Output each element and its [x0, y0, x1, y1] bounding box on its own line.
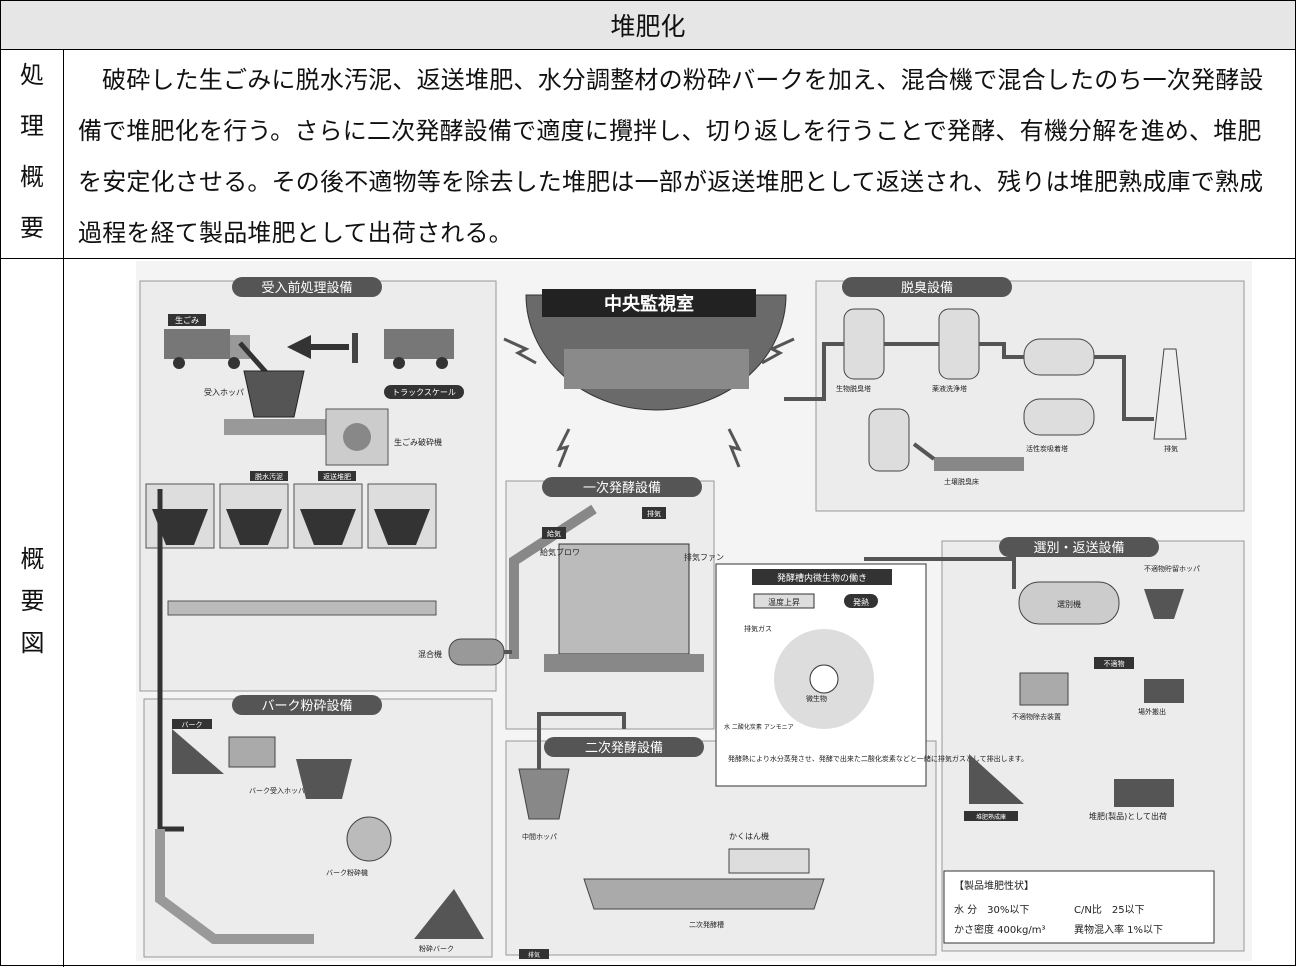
svg-text:C/N比 25以下: C/N比 25以下 — [1074, 904, 1145, 916]
row-label-diagram: 概 要 図 — [1, 259, 64, 967]
svg-text:水 分 30%以下: 水 分 30%以下 — [954, 904, 1029, 916]
scale-truck: トラックスケール — [352, 329, 464, 399]
svg-text:生ごみ破砕機: 生ごみ破砕機 — [394, 437, 442, 447]
garbage-truck: 生ごみ — [164, 314, 250, 369]
product-properties: 【製品堆肥性状】 水 分 30%以下 C/N比 25以下 かさ密度 400kg/… — [943, 870, 1215, 944]
svg-text:排気: 排気 — [647, 509, 661, 518]
garbage-crusher: 生ごみ破砕機 — [325, 408, 442, 466]
svg-text:生ごみ: 生ごみ — [175, 315, 199, 325]
svg-text:バーク粉砕設備: バーク粉砕設備 — [261, 698, 352, 714]
label-char: 図 — [20, 629, 45, 657]
svg-text:二次発酵設備: 二次発酵設備 — [585, 740, 663, 756]
svg-text:一次発酵設備: 一次発酵設備 — [583, 480, 661, 496]
svg-text:二次発酵槽: 二次発酵槽 — [689, 920, 724, 929]
svg-text:不適物貯留ホッパ: 不適物貯留ホッパ — [1144, 564, 1200, 573]
svg-text:温度上昇: 温度上昇 — [768, 597, 800, 607]
label-char: 概 — [20, 545, 45, 573]
svg-text:返送堆肥: 返送堆肥 — [323, 472, 351, 481]
control-room: 中央監視室 — [503, 289, 795, 468]
process-diagram: 受入前処理設備 脱臭設備 一次発酵設備 選別・返送設備 バーク粉砕設備 二次発酵… — [64, 259, 1295, 965]
svg-text:かさ密度 400kg/m³: かさ密度 400kg/m³ — [954, 923, 1046, 936]
primary-fermenter: 給気 給気ブロワ 排気 排気ファン — [509, 504, 724, 672]
receiving-hopper: 受入ホッパ — [204, 370, 334, 435]
svg-text:堆肥(製品)として出荷: 堆肥(製品)として出荷 — [1089, 811, 1167, 821]
row-label-summary: 処 理 概 要 — [1, 49, 64, 259]
sorting-title: 選別・返送設備 — [999, 537, 1159, 557]
table-title: 堆肥化 — [1, 1, 1295, 50]
deodor-equipment: 生物脱臭塔 薬液洗浄塔 活性炭吸着塔 排気 土壌脱臭床 — [836, 308, 1187, 486]
bark-equipment: バーク バーク受入ホッパ バーク粉砕機 粉砕バーク — [155, 719, 484, 953]
svg-text:不適物除去装置: 不適物除去装置 — [1012, 712, 1061, 721]
svg-text:生物脱臭塔: 生物脱臭塔 — [836, 384, 871, 393]
microbe-box: 発酵槽内微生物の働き 温度上昇 発熱 微生物 排気ガス 水 二酸化炭素 アンモニ… — [715, 563, 1028, 787]
svg-text:選別機: 選別機 — [1057, 599, 1081, 609]
flow-lines — [504, 342, 1154, 769]
svg-text:排気ファン: 排気ファン — [684, 552, 724, 562]
svg-text:発酵槽内微生物の働き: 発酵槽内微生物の働き — [777, 572, 867, 584]
hoppers: 脱水汚泥 返送堆肥 — [145, 471, 437, 616]
svg-text:水 二酸化炭素 アンモニア: 水 二酸化炭素 アンモニア — [724, 723, 794, 731]
svg-text:排気: 排気 — [1164, 444, 1178, 453]
svg-text:粉砕バーク: 粉砕バーク — [419, 944, 454, 953]
bark-title: バーク粉砕設備 — [232, 695, 382, 715]
svg-text:かくはん機: かくはん機 — [729, 831, 769, 841]
svg-text:中間ホッパ: 中間ホッパ — [522, 832, 557, 841]
svg-text:バーク受入ホッパ: バーク受入ホッパ — [249, 786, 305, 795]
svg-text:不適物: 不適物 — [1104, 659, 1125, 668]
svg-text:トラックスケール: トラックスケール — [392, 388, 456, 397]
svg-text:給気: 給気 — [547, 529, 561, 538]
primary-title: 一次発酵設備 — [542, 477, 702, 497]
secondary-equipment: 中間ホッパ かくはん機 二次発酵槽 排気 — [518, 768, 825, 959]
svg-text:活性炭吸着塔: 活性炭吸着塔 — [1026, 444, 1068, 453]
svg-text:【製品堆肥性状】: 【製品堆肥性状】 — [954, 879, 1034, 892]
svg-text:土壌脱臭床: 土壌脱臭床 — [944, 477, 979, 486]
svg-text:混合機: 混合機 — [418, 649, 442, 659]
svg-text:発熱: 発熱 — [853, 597, 869, 607]
svg-text:排気ガス: 排気ガス — [744, 624, 772, 633]
deodor-title: 脱臭設備 — [842, 277, 1012, 297]
svg-text:脱水汚泥: 脱水汚泥 — [255, 472, 283, 481]
svg-text:選別・返送設備: 選別・返送設備 — [1033, 540, 1124, 556]
svg-text:異物混入率 1%以下: 異物混入率 1%以下 — [1074, 923, 1163, 936]
pretreat-title: 受入前処理設備 — [232, 277, 382, 297]
svg-text:バーク: バーク — [182, 721, 203, 729]
label-char: 要 — [20, 214, 44, 242]
svg-text:受入前処理設備: 受入前処理設備 — [261, 280, 352, 296]
svg-text:場外搬出: 場外搬出 — [1138, 707, 1166, 716]
secondary-title: 二次発酵設備 — [544, 737, 704, 757]
svg-text:給気ブロワ: 給気ブロワ — [540, 547, 580, 557]
label-char: 理 — [20, 112, 44, 140]
sorting-equipment: 選別機 不適物貯留ホッパ 不適物除去装置 不適物 場外搬出 堆肥熟成庫 堆肥(製… — [964, 564, 1200, 821]
mixer: 混合機 — [418, 638, 505, 666]
svg-text:薬液洗浄塔: 薬液洗浄塔 — [932, 384, 967, 393]
process-diagram-svg: 受入前処理設備 脱臭設備 一次発酵設備 選別・返送設備 バーク粉砕設備 二次発酵… — [136, 261, 1252, 961]
svg-text:受入ホッパ: 受入ホッパ — [204, 387, 244, 397]
svg-text:中央監視室: 中央監視室 — [604, 293, 694, 315]
svg-text:発酵熱により水分蒸発させ、発酵で出来た二酸化炭素などと一緒に: 発酵熱により水分蒸発させ、発酵で出来た二酸化炭素などと一緒に排気ガスとして排出し… — [728, 754, 1028, 763]
label-char: 処 — [20, 61, 44, 89]
summary-text: 破砕した生ごみに脱水汚泥、返送堆肥、水分調整材の粉砕バークを加え、混合機で混合し… — [78, 66, 1264, 247]
svg-text:微生物: 微生物 — [806, 694, 827, 703]
svg-text:排気: 排気 — [528, 951, 540, 959]
svg-text:バーク粉砕機: バーク粉砕機 — [326, 868, 368, 877]
svg-text:堆肥熟成庫: 堆肥熟成庫 — [976, 813, 1006, 821]
svg-text:脱臭設備: 脱臭設備 — [901, 280, 953, 296]
label-char: 概 — [20, 163, 44, 191]
label-char: 要 — [20, 587, 45, 615]
summary-text-cell: 破砕した生ごみに脱水汚泥、返送堆肥、水分調整材の粉砕バークを加え、混合機で混合し… — [64, 49, 1295, 259]
